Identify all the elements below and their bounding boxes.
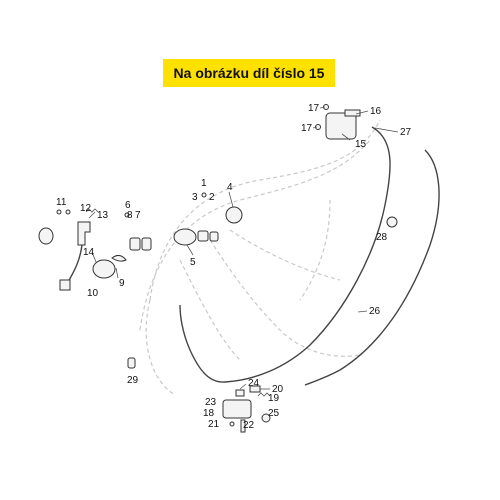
switch-11 xyxy=(38,227,54,245)
callout-17-bottom: 17 xyxy=(301,123,313,134)
part-24 xyxy=(235,389,245,397)
callout-22: 22 xyxy=(243,420,255,431)
part-7 xyxy=(141,237,152,251)
callout-21: 21 xyxy=(208,419,220,430)
part-3 xyxy=(197,230,209,242)
cable-27 xyxy=(179,126,391,383)
callout-2: 2 xyxy=(209,192,215,203)
lock-barrel-10 xyxy=(92,259,116,279)
callout-29: 29 xyxy=(127,375,139,386)
callout-24: 24 xyxy=(248,378,260,389)
screw-22 xyxy=(240,419,246,433)
part-25 xyxy=(261,413,271,423)
callout-3: 3 xyxy=(192,192,198,203)
callout-19: 19 xyxy=(268,393,280,404)
nut-11a xyxy=(56,209,62,215)
leader-lines xyxy=(88,106,399,390)
part-21 xyxy=(229,421,235,427)
callout-20: 20 xyxy=(272,384,284,395)
callout-25: 25 xyxy=(268,408,280,419)
callout-5: 5 xyxy=(190,257,196,268)
grommet-28 xyxy=(386,216,398,228)
spring-13 xyxy=(85,208,99,213)
wire-14 xyxy=(67,244,83,283)
callout-7: 7 xyxy=(135,210,141,221)
callout-8: 8 xyxy=(127,210,133,221)
part-8 xyxy=(129,237,141,251)
part-2 xyxy=(209,231,219,242)
scooter-frame-outline xyxy=(139,119,381,396)
connector-14 xyxy=(59,279,71,291)
callout-1: 1 xyxy=(201,178,207,189)
callout-labels: 1 2 3 4 5 6 7 8 9 10 11 12 13 14 15 16 1… xyxy=(56,103,412,431)
callout-28: 28 xyxy=(376,232,388,243)
callout-9: 9 xyxy=(119,278,125,289)
ring-9 xyxy=(111,254,127,262)
callout-6: 6 xyxy=(125,200,131,211)
callout-23: 23 xyxy=(205,397,217,408)
callout-14: 14 xyxy=(83,247,95,258)
callout-12: 12 xyxy=(80,203,92,214)
callout-15: 15 xyxy=(355,139,367,150)
callout-10: 10 xyxy=(87,288,99,299)
nut-11b xyxy=(65,209,71,215)
bolt-29 xyxy=(127,357,136,369)
part-number-banner: Na obrázku díl číslo 15 xyxy=(163,59,335,87)
cables xyxy=(179,126,440,386)
callout-18: 18 xyxy=(203,408,215,419)
bracket-15 xyxy=(344,109,361,117)
cable-26 xyxy=(304,149,440,386)
spring-19 xyxy=(257,392,271,397)
seal-4 xyxy=(225,206,243,224)
parts xyxy=(38,104,398,433)
bracket-12 xyxy=(77,221,91,246)
part-1 xyxy=(201,192,207,198)
callout-17-top: 17 xyxy=(308,103,320,114)
callout-27: 27 xyxy=(400,127,412,138)
callout-4: 4 xyxy=(227,182,233,193)
lock-assembly-18 xyxy=(222,399,252,419)
lock-assembly-16 xyxy=(325,112,357,140)
part-6 xyxy=(124,212,130,218)
callout-26: 26 xyxy=(369,306,381,317)
callout-16: 16 xyxy=(370,106,382,117)
callout-13: 13 xyxy=(97,210,109,221)
cap-5 xyxy=(173,228,197,246)
callout-11: 11 xyxy=(56,197,67,208)
